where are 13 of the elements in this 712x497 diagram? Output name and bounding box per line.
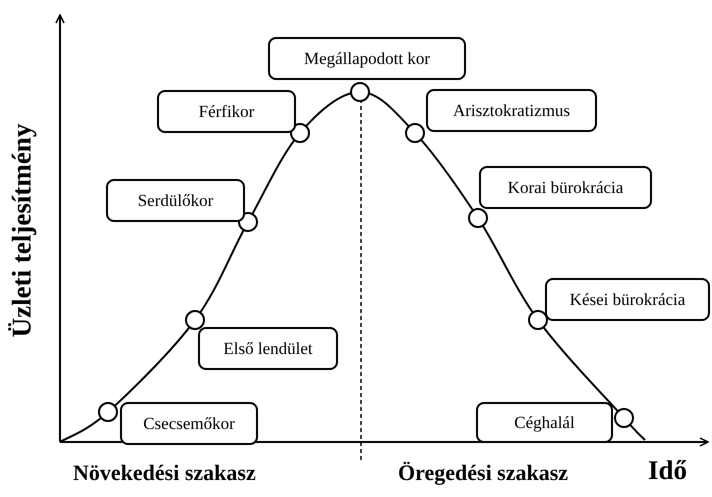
phase-label: Növekedési szakasz	[73, 460, 256, 486]
stage-label: Megállapodott kor	[268, 37, 466, 80]
stage-label: Férfikor	[157, 90, 296, 133]
stage-label: Serdülőkor	[106, 179, 245, 222]
phase-label: Öregedési szakasz	[398, 460, 568, 486]
stage-label: Arisztokratizmus	[426, 89, 597, 132]
x-axis-title: Idő	[648, 455, 688, 486]
stage-label: Csecsemőkor	[120, 402, 258, 445]
stage-label: Első lendület	[198, 327, 338, 370]
stage-label: Céghalál	[476, 402, 613, 443]
y-axis-title: Üzleti teljesítmény	[6, 123, 38, 337]
stage-label: Korai bürokrácia	[479, 166, 652, 209]
stage-label: Kései bürokrácia	[545, 278, 710, 321]
